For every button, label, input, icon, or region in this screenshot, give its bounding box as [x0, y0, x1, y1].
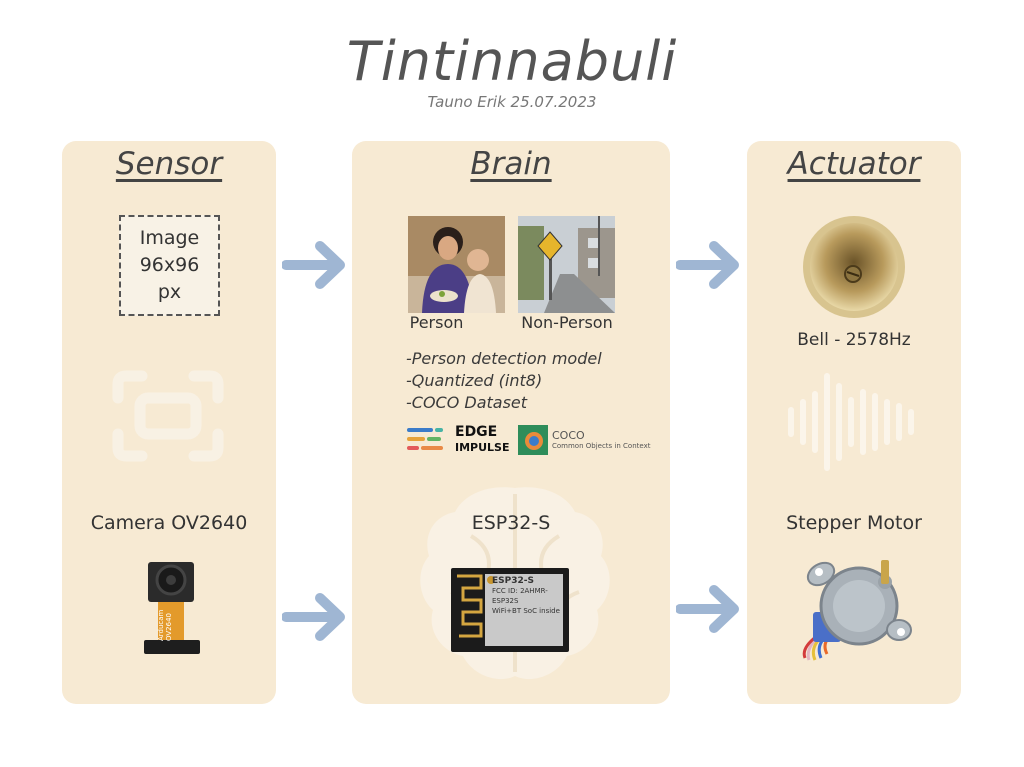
bell-label: Bell - 2578Hz	[797, 330, 911, 350]
chip-line: FCC ID: 2AHMR-ESP32S	[492, 587, 548, 605]
camera-frame-icon	[112, 370, 224, 462]
camera-label: Camera OV2640	[90, 512, 248, 534]
arrow-right-icon	[676, 585, 739, 633]
page-title: Tintinnabuli	[346, 30, 678, 93]
arrow-right-icon	[282, 593, 345, 641]
arrow-right-icon	[676, 241, 739, 289]
esp32-chip-text: ESP32-S FCC ID: 2AHMR-ESP32S WiFi+BT SoC…	[486, 572, 564, 642]
edge-impulse-word: EDGE	[455, 424, 498, 440]
non-person-photo	[518, 216, 615, 313]
image-box-line: px	[157, 281, 182, 303]
page-subtitle: Tauno Erik 25.07.2023	[427, 93, 597, 111]
non-person-label: Non-Person	[521, 313, 613, 332]
model-bullets: -Person detection model -Quantized (int8…	[406, 348, 646, 414]
person-label: Person	[409, 313, 464, 332]
actuator-heading: Actuator	[787, 146, 921, 182]
image-box-line: 96x96	[139, 254, 200, 276]
edge-impulse-logo-icon	[407, 428, 443, 450]
coco-tagline: Common Objects in Context	[552, 442, 651, 450]
coco-word: COCO	[552, 429, 585, 442]
coco-logo: COCO Common Objects in Context	[552, 430, 650, 452]
edge-impulse-word: IMPULSE	[455, 441, 510, 454]
stepper-motor-image	[802, 560, 912, 661]
camera-module-image	[144, 562, 200, 654]
camera-module-text: Arducam OV2640	[157, 609, 173, 641]
chip-line: ESP32-S	[492, 576, 534, 586]
bell-image	[803, 216, 905, 318]
sound-wave-icon	[788, 373, 914, 471]
image-size-box: Image 96x96 px	[119, 215, 220, 316]
person-photo	[408, 216, 505, 313]
bullet-item: -Person detection model	[406, 349, 602, 368]
brain-heading: Brain	[470, 146, 552, 182]
bullet-item: -Quantized (int8)	[406, 371, 543, 390]
chip-line: WiFi+BT SoC inside	[492, 607, 560, 615]
motor-label: Stepper Motor	[786, 512, 922, 534]
coco-logo-icon	[518, 425, 548, 455]
bullet-item: -COCO Dataset	[406, 393, 528, 412]
sensor-heading: Sensor	[115, 146, 223, 182]
arrow-right-icon	[282, 241, 345, 289]
esp32-module-image	[451, 568, 569, 652]
edge-impulse-logo: EDGE IMPULSE	[455, 425, 509, 455]
image-box-line: Image	[139, 227, 200, 249]
esp32-label: ESP32-S	[471, 512, 551, 534]
